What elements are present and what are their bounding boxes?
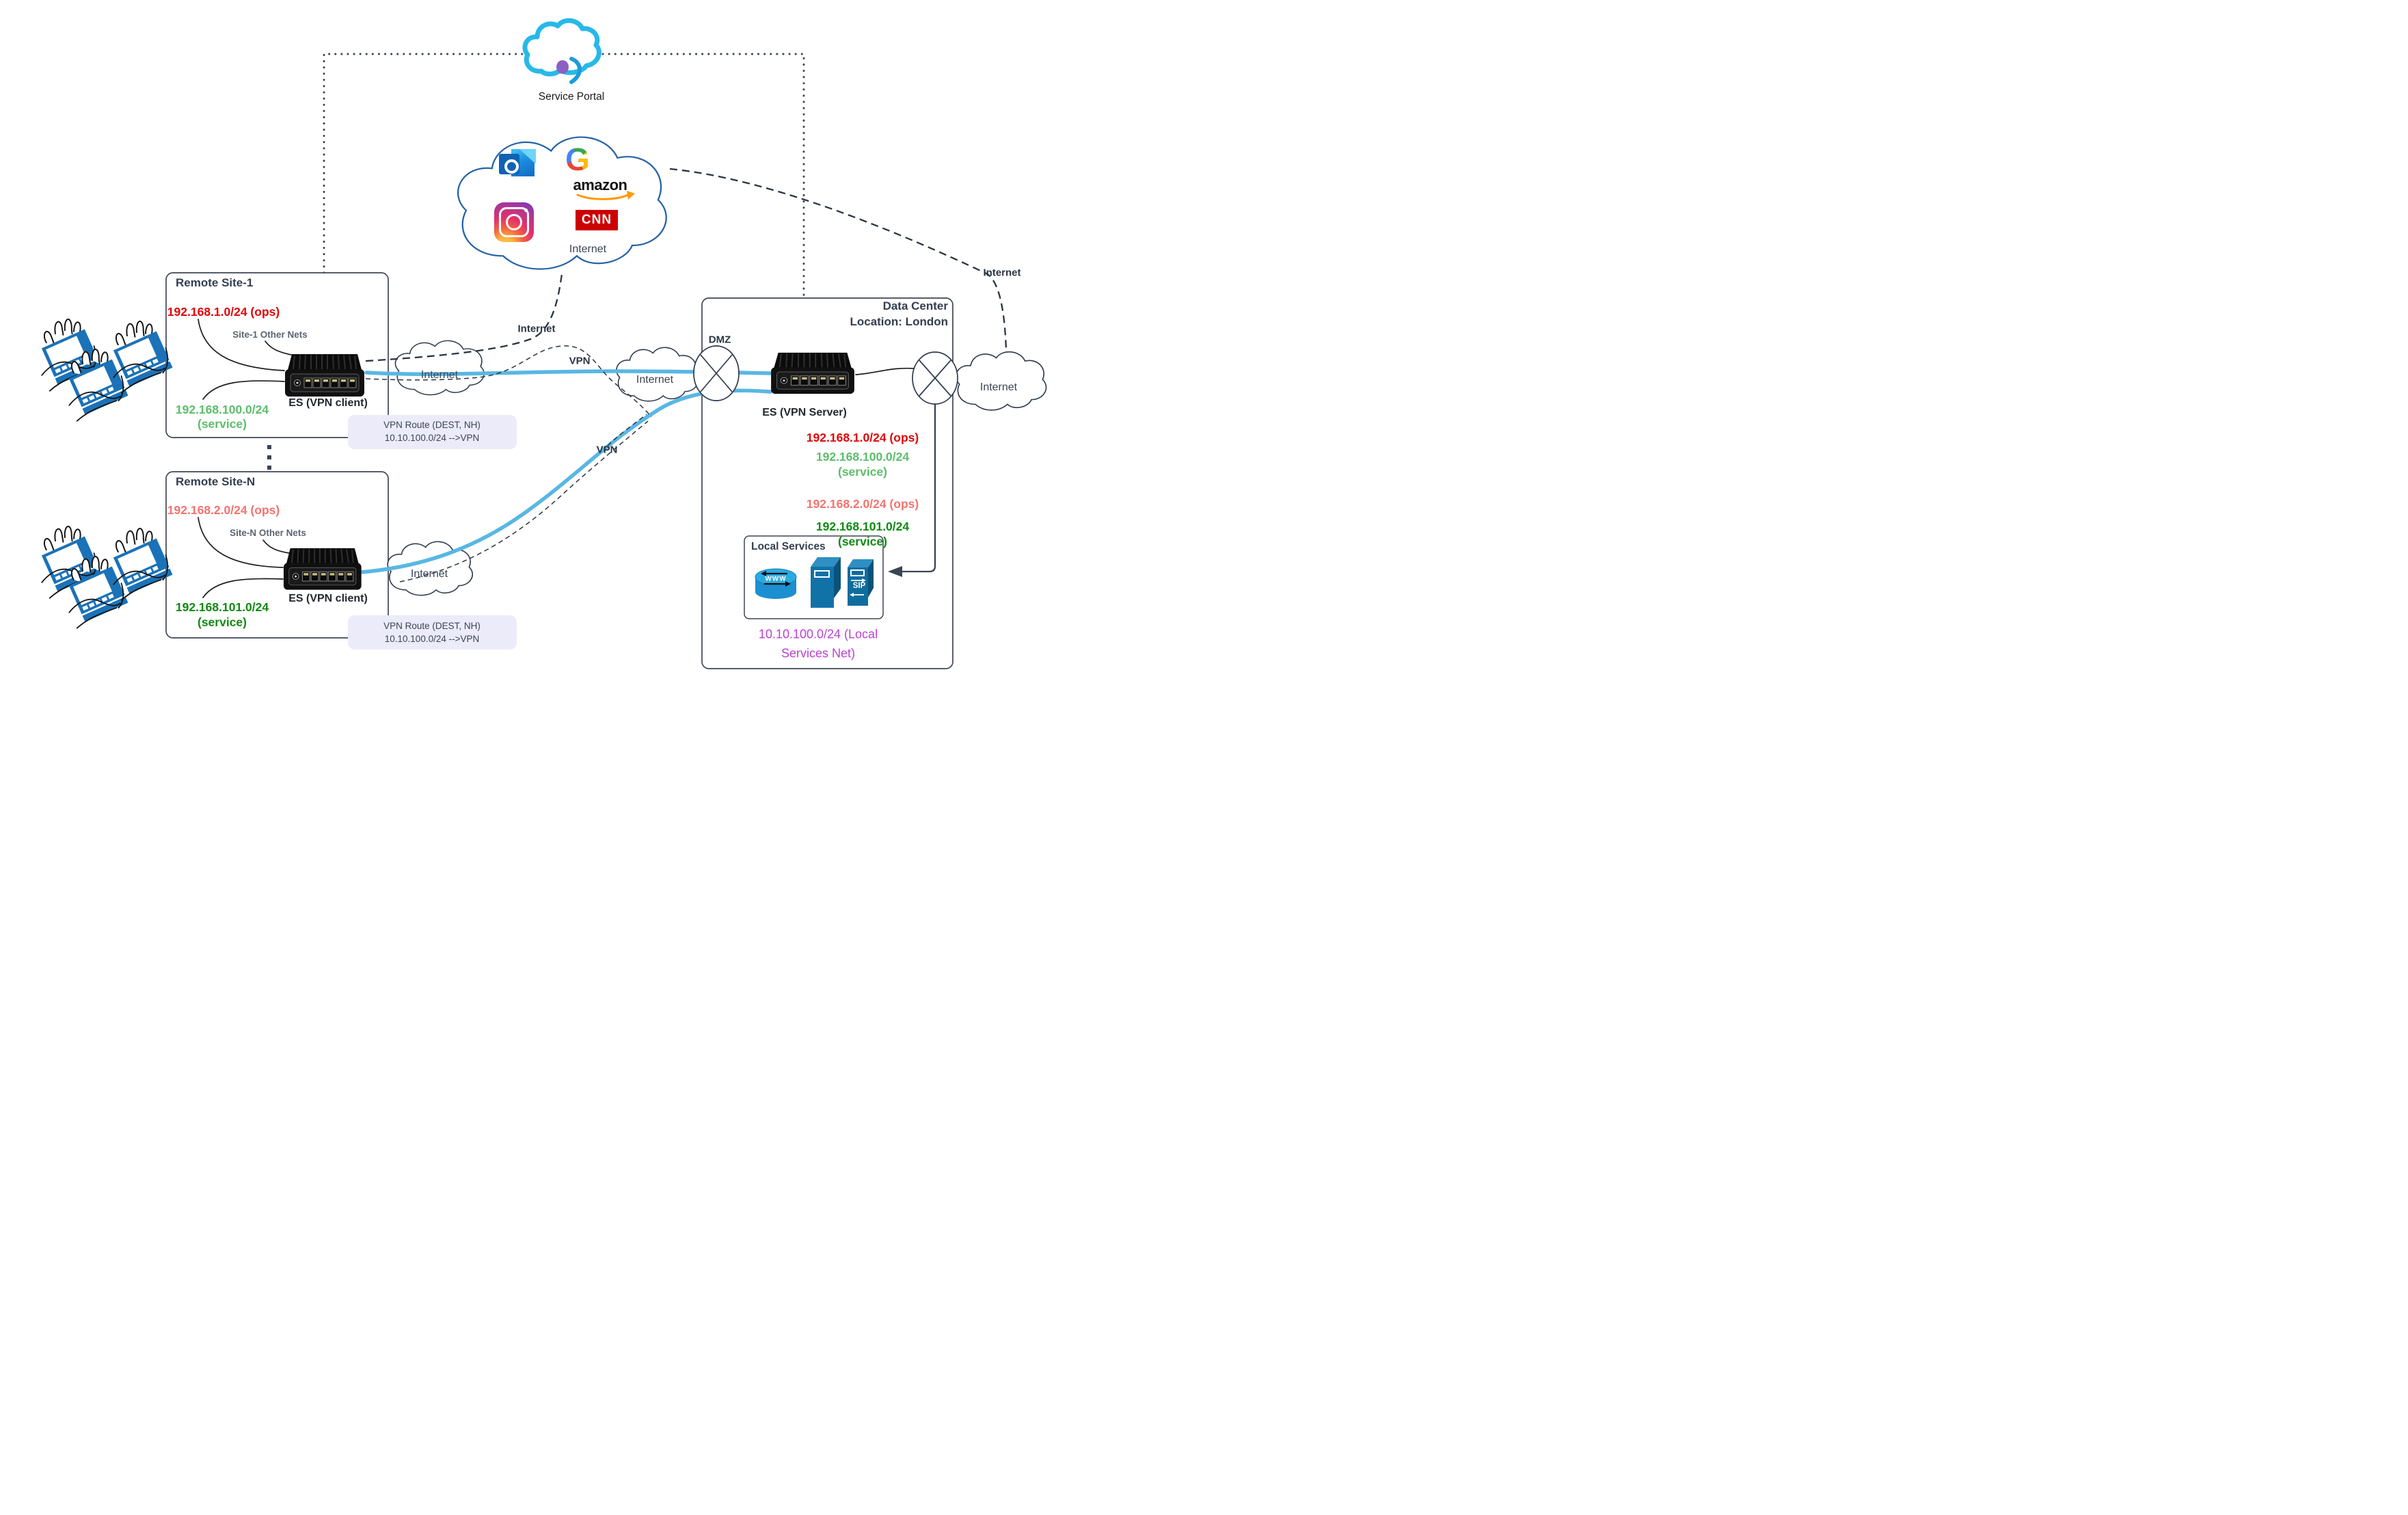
edge-router-icon (912, 351, 958, 405)
siteN-ops-network: 192.168.2.0/24 (ops) (167, 502, 280, 517)
vpn-route-box2-line2: 10.10.100.0/24 -->VPN (384, 634, 480, 645)
vpn-route-box1-line1: VPN Route (DEST, NH) (383, 420, 481, 431)
vpn-dashed-label-leader (607, 414, 647, 446)
internet-cloud-site1-label: Internet (420, 368, 459, 381)
dc-net-service1-line1: 192.168.100.0/24 (815, 449, 910, 464)
dc-net-service2-line2: (service) (838, 534, 887, 548)
site1-device-label: ES (VPN client) (288, 397, 368, 409)
remote-site-n-title: Remote Site-N (176, 475, 256, 488)
vpn-route-box-2 (348, 615, 517, 649)
internet-cloud-right-label: Internet (979, 381, 1018, 393)
google-logo-icon: G (565, 142, 590, 177)
data-center-location: Location: London (850, 315, 948, 328)
ellipsis-icon (267, 445, 271, 470)
dc-net-service1-line2: (service) (838, 464, 887, 479)
vpn-route-box1-line2: 10.10.100.0/24 -->VPN (384, 433, 480, 444)
siteN-service-network-line2: (service) (198, 615, 247, 629)
siteN-device-label: ES (VPN client) (288, 592, 368, 604)
internet-dashed-path-site1 (365, 273, 563, 362)
internet-logos-cloud (457, 136, 668, 270)
network-diagram: G amazon CNN Service Portal Internet Int… (0, 0, 1070, 673)
www-label: WWW (765, 575, 787, 583)
local-services-title: Local Services (751, 541, 826, 552)
internet-dashed-path-datacenter (669, 167, 1007, 350)
site-network-connectors (198, 319, 915, 598)
vpn-dashed-path-site1 (365, 345, 652, 418)
internet-cloud-site1 (394, 340, 485, 396)
instagram-lens (505, 213, 522, 230)
outlook-square (499, 154, 519, 174)
internet-cloud-middle-label: Internet (636, 373, 674, 386)
internet-top-right-label: Internet (983, 267, 1021, 279)
dc-net-service2-line1: 192.168.101.0/24 (815, 519, 910, 533)
dc-net-ops2: 192.168.2.0/24 (ops) (806, 496, 919, 511)
local-services-net-line1: 10.10.100.0/24 (Local (758, 627, 878, 641)
amazon-logo: amazon (573, 176, 627, 193)
local-services-arrow (888, 404, 936, 577)
cnn-logo: CNN (576, 210, 618, 230)
data-center-title: Data Center (882, 299, 948, 312)
local-services-net-line2: Services Net) (781, 646, 856, 660)
siteN-other-nets-label: Site-N Other Nets (230, 528, 306, 539)
outlook-ring (504, 159, 519, 174)
vpn-route-box-1 (348, 415, 517, 449)
es-vpn-server-device (770, 351, 855, 395)
datacenter-server-label: ES (VPN Server) (762, 406, 847, 418)
amazon-smile-icon (576, 191, 635, 200)
remote-site-1-title: Remote Site-1 (176, 276, 254, 289)
dc-net-ops1: 192.168.1.0/24 (ops) (806, 430, 919, 444)
dmz-router-icon (693, 345, 740, 401)
outlook-logo-icon (499, 149, 536, 180)
sip-server-icon (848, 559, 874, 606)
vpn-dashed-path-siteN (399, 420, 649, 582)
dmz-label: DMZ (708, 334, 731, 346)
instagram-frame (499, 207, 529, 237)
site1-ops-network: 192.168.1.0/24 (ops) (167, 304, 280, 319)
site1-service-network-line2: (service) (198, 416, 247, 431)
service-portal-cloud-icon (522, 18, 601, 84)
service-portal-label: Service Portal (538, 91, 605, 103)
sip-label: SIP (852, 582, 866, 590)
internet-path-label: Internet (517, 323, 556, 335)
site1-service-network-line1: 192.168.100.0/24 (175, 402, 269, 416)
internet-logos-cloud-label: Internet (569, 243, 607, 255)
vpn-label-1: VPN (569, 355, 591, 367)
vpn-label-2: VPN (596, 444, 618, 456)
site1-other-nets-label: Site-1 Other Nets (232, 330, 308, 340)
es-vpn-client-n-device (282, 547, 362, 591)
siteN-service-network-line1: 192.168.101.0/24 (175, 600, 269, 614)
cnn-text: CNN (581, 213, 612, 227)
server-icon (811, 557, 841, 608)
service-portal-dotted-path (323, 53, 805, 299)
vpn-route-box2-line1: VPN Route (DEST, NH) (383, 621, 481, 632)
instagram-dot (524, 209, 528, 212)
es-vpn-client-1-device (284, 353, 365, 397)
diagram-artwork (40, 18, 1047, 669)
www-router-icon (755, 568, 797, 599)
internet-cloud-siteN-label: Internet (410, 567, 448, 580)
instagram-logo-icon (494, 202, 534, 242)
